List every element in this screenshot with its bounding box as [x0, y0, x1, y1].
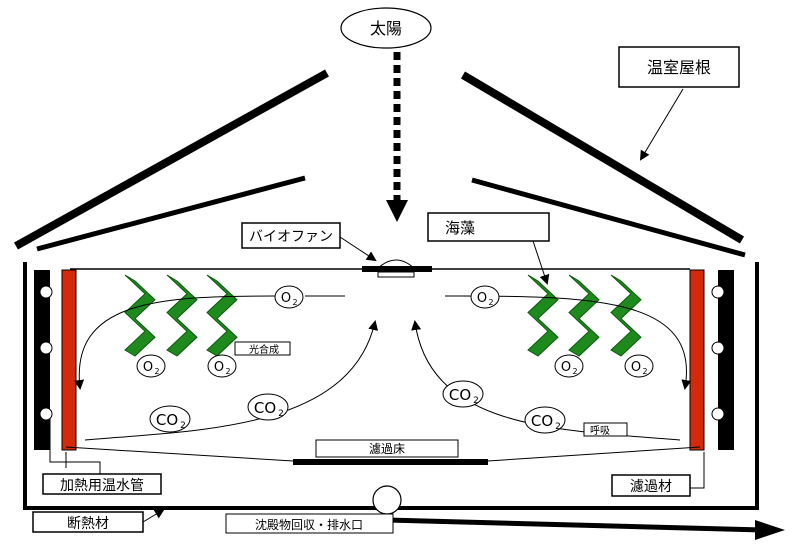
- filter-bed-label: 濾過床: [369, 441, 405, 456]
- seaweed-plant: [206, 274, 238, 357]
- svg-text:2: 2: [642, 367, 647, 376]
- o2-molecule: O 2: [136, 354, 166, 378]
- svg-text:2: 2: [473, 396, 479, 406]
- heating-pipe-label: 加熱用温水管: [60, 478, 144, 494]
- svg-text:O: O: [143, 360, 153, 375]
- svg-text:O: O: [214, 360, 224, 375]
- bio-fan: [362, 259, 432, 278]
- right-filter-panel: [689, 269, 705, 451]
- seaweed-plant: [527, 274, 559, 357]
- o2-molecule: O 2: [207, 354, 237, 378]
- svg-text:O: O: [477, 291, 487, 306]
- seaweed-plant: [568, 274, 600, 357]
- sunlight-arrow: [386, 52, 408, 222]
- svg-text:2: 2: [488, 298, 493, 307]
- photosynthesis-label: 光合成: [249, 343, 279, 356]
- seaweed-plant: [124, 274, 156, 357]
- left-insulation-wall: [34, 270, 53, 450]
- greenhouse-roof-callout: 温室屋根: [618, 46, 740, 161]
- co2-molecule: CO 2: [247, 393, 289, 421]
- sediment-drain-label: 沈殿物回収・排水口: [255, 517, 363, 532]
- co2-molecule: CO 2: [524, 406, 566, 434]
- co2-molecule: CO 2: [149, 405, 191, 433]
- left-heater-panel: [61, 269, 77, 451]
- photosynthesis-callout: 光合成: [234, 341, 291, 356]
- co2-molecule: CO 2: [442, 380, 484, 408]
- o2-molecule: O 2: [624, 354, 654, 378]
- svg-text:2: 2: [154, 367, 159, 376]
- svg-text:2: 2: [292, 298, 297, 307]
- sediment-drain: 沈殿物回収・排水口: [225, 485, 785, 540]
- insulation-callout: 断熱材: [32, 508, 165, 533]
- bio-fan-label: バイオファン: [249, 229, 333, 245]
- filter-material-label: 濾過材: [630, 479, 672, 495]
- o2-molecule: O 2: [554, 354, 584, 378]
- sun: 太陽: [340, 7, 432, 49]
- bio-fan-callout: バイオファン: [241, 222, 377, 262]
- svg-text:O: O: [631, 360, 641, 375]
- o2-molecule: O 2: [470, 285, 500, 309]
- svg-text:CO: CO: [449, 386, 471, 404]
- seaweed-plant: [166, 274, 198, 357]
- seaweed-plant: [610, 274, 642, 357]
- o2-molecule: O 2: [274, 285, 304, 309]
- svg-text:2: 2: [572, 367, 577, 376]
- svg-text:O: O: [281, 291, 291, 306]
- heating-pipe-callout: 加熱用温水管: [42, 418, 162, 495]
- seaweed-callout: 海藻: [427, 212, 550, 285]
- right-insulation-wall: [711, 270, 734, 450]
- greenhouse-roof: [14, 69, 746, 258]
- svg-text:2: 2: [555, 422, 561, 432]
- greenhouse-roof-label: 温室屋根: [647, 58, 711, 77]
- respiration-label: 呼吸: [590, 425, 610, 437]
- svg-text:CO: CO: [254, 399, 276, 417]
- filter-bed: 濾過床: [65, 439, 701, 465]
- svg-text:CO: CO: [156, 411, 178, 429]
- svg-text:2: 2: [225, 367, 230, 376]
- seaweed-plants: [124, 274, 642, 357]
- outer-tank: [23, 262, 759, 510]
- insulation-label: 断熱材: [67, 516, 109, 532]
- filter-material-callout: 濾過材: [611, 452, 705, 497]
- seaweed-label: 海藻: [445, 219, 475, 237]
- respiration-callout: 呼吸: [583, 422, 628, 437]
- svg-text:CO: CO: [531, 412, 553, 430]
- svg-text:2: 2: [278, 409, 284, 419]
- svg-text:2: 2: [180, 421, 186, 431]
- svg-text:O: O: [561, 360, 571, 375]
- sun-label: 太陽: [370, 19, 402, 38]
